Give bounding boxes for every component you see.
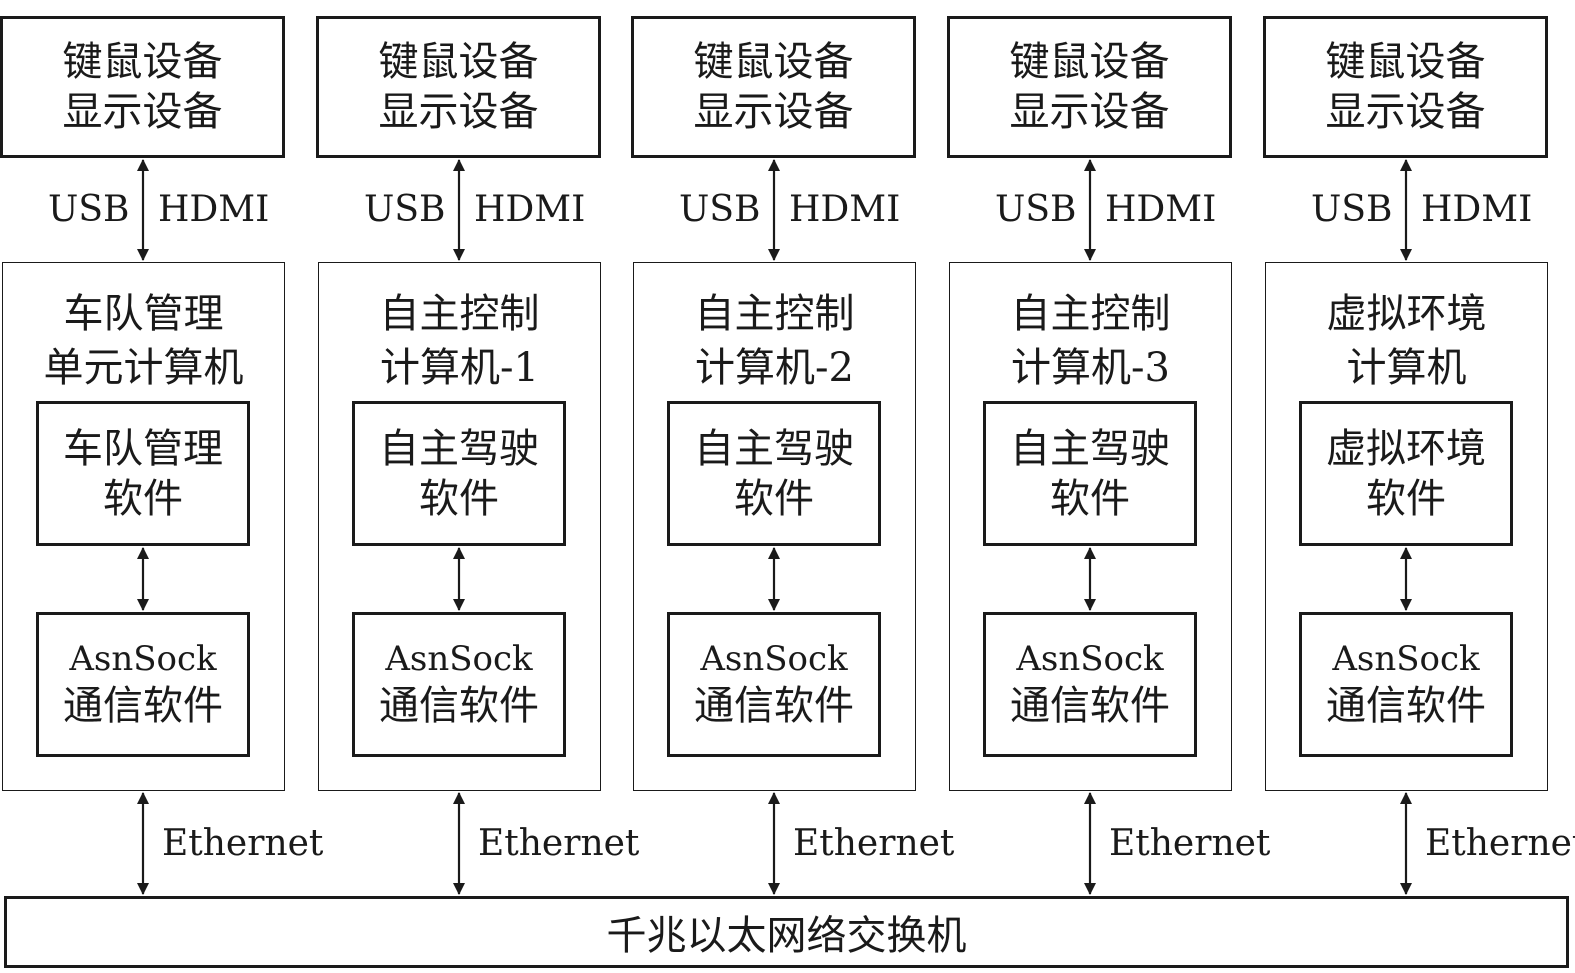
computer-title: 自主控制 计算机-3 — [950, 287, 1231, 395]
comm-software-line: 通信软件 — [694, 682, 854, 729]
software-line: 自主驾驶 — [694, 425, 854, 472]
software-line: 自主驾驶 — [1010, 425, 1170, 472]
computer-title: 自主控制 计算机-2 — [634, 287, 915, 395]
ethernet-label: Ethernet — [1425, 823, 1575, 864]
peripheral-line: 键鼠设备 — [693, 39, 854, 85]
column-virtual-environment: 键鼠设备 显示设备 USB HDMI 虚拟环境 计算机 虚拟环境 软件 AsnS… — [1263, 0, 1575, 973]
column-autonomous-1: 键鼠设备 显示设备 USB HDMI 自主控制 计算机-1 自主驾驶 软件 As… — [316, 0, 639, 973]
column-fleet-management: 键鼠设备 显示设备 USB HDMI 车队管理 单元计算机 车队管理 软件 As… — [0, 0, 323, 973]
software-line: 虚拟环境 — [1326, 425, 1486, 472]
peripheral-box: 键鼠设备 显示设备 — [1263, 16, 1548, 158]
hdmi-label: HDMI — [158, 189, 270, 230]
software-line: 车队管理 — [63, 425, 223, 472]
comm-software-name: AsnSock — [1332, 639, 1480, 680]
peripheral-line: 显示设备 — [693, 89, 854, 135]
comm-software-line: 通信软件 — [1010, 682, 1170, 729]
hdmi-label: HDMI — [1421, 189, 1533, 230]
peripheral-line: 键鼠设备 — [62, 39, 223, 85]
ethernet-label: Ethernet — [162, 823, 324, 864]
computer-title-line: 计算机 — [1346, 345, 1467, 391]
peripheral-box: 键鼠设备 显示设备 — [0, 16, 285, 158]
ethernet-label: Ethernet — [793, 823, 955, 864]
comm-software-name: AsnSock — [700, 639, 848, 680]
comm-software-box: AsnSock 通信软件 — [36, 612, 250, 757]
peripheral-line: 显示设备 — [1325, 89, 1486, 135]
software-line: 自主驾驶 — [379, 425, 539, 472]
comm-software-line: 通信软件 — [63, 682, 223, 729]
software-line: 软件 — [1366, 475, 1446, 522]
comm-software-box: AsnSock 通信软件 — [1299, 612, 1513, 757]
computer-title-line: 车队管理 — [63, 291, 224, 337]
peripheral-line: 键鼠设备 — [1325, 39, 1486, 85]
software-box: 车队管理 软件 — [36, 401, 250, 546]
computer-title-line: 计算机-1 — [380, 345, 539, 391]
column-autonomous-2: 键鼠设备 显示设备 USB HDMI 自主控制 计算机-2 自主驾驶 软件 As… — [631, 0, 954, 973]
software-line: 软件 — [419, 475, 499, 522]
switch-label: 千兆以太网络交换机 — [606, 913, 967, 959]
software-box: 自主驾驶 软件 — [352, 401, 566, 546]
software-line: 软件 — [734, 475, 814, 522]
software-line: 软件 — [1050, 475, 1130, 522]
computer-title-line: 自主控制 — [694, 291, 855, 337]
computer-title: 车队管理 单元计算机 — [3, 287, 284, 395]
comm-software-box: AsnSock 通信软件 — [352, 612, 566, 757]
comm-software-name: AsnSock — [69, 639, 217, 680]
usb-label: USB — [1311, 189, 1393, 230]
usb-label: USB — [679, 189, 761, 230]
peripheral-line: 显示设备 — [1009, 89, 1170, 135]
peripheral-line: 键鼠设备 — [378, 39, 539, 85]
gigabit-ethernet-switch: 千兆以太网络交换机 — [4, 896, 1569, 968]
hdmi-label: HDMI — [1105, 189, 1217, 230]
computer-title-line: 自主控制 — [379, 291, 540, 337]
computer-title-line: 自主控制 — [1010, 291, 1171, 337]
computer-title-line: 虚拟环境 — [1326, 291, 1487, 337]
peripheral-box: 键鼠设备 显示设备 — [947, 16, 1232, 158]
usb-label: USB — [48, 189, 130, 230]
peripheral-line: 键鼠设备 — [1009, 39, 1170, 85]
comm-software-line: 通信软件 — [1326, 682, 1486, 729]
hdmi-label: HDMI — [474, 189, 586, 230]
column-autonomous-3: 键鼠设备 显示设备 USB HDMI 自主控制 计算机-3 自主驾驶 软件 As… — [947, 0, 1270, 973]
software-box: 虚拟环境 软件 — [1299, 401, 1513, 546]
computer-title-line: 单元计算机 — [43, 345, 244, 391]
comm-software-box: AsnSock 通信软件 — [983, 612, 1197, 757]
usb-label: USB — [995, 189, 1077, 230]
ethernet-label: Ethernet — [1109, 823, 1271, 864]
computer-title-line: 计算机-2 — [695, 345, 854, 391]
peripheral-line: 显示设备 — [378, 89, 539, 135]
comm-software-box: AsnSock 通信软件 — [667, 612, 881, 757]
software-box: 自主驾驶 软件 — [667, 401, 881, 546]
usb-label: USB — [364, 189, 446, 230]
computer-title-line: 计算机-3 — [1011, 345, 1170, 391]
software-box: 自主驾驶 软件 — [983, 401, 1197, 546]
computer-title: 虚拟环境 计算机 — [1266, 287, 1547, 395]
computer-title: 自主控制 计算机-1 — [319, 287, 600, 395]
ethernet-label: Ethernet — [478, 823, 640, 864]
software-line: 软件 — [103, 475, 183, 522]
hdmi-label: HDMI — [789, 189, 901, 230]
comm-software-line: 通信软件 — [379, 682, 539, 729]
peripheral-box: 键鼠设备 显示设备 — [631, 16, 916, 158]
peripheral-box: 键鼠设备 显示设备 — [316, 16, 601, 158]
peripheral-line: 显示设备 — [62, 89, 223, 135]
comm-software-name: AsnSock — [1016, 639, 1164, 680]
comm-software-name: AsnSock — [385, 639, 533, 680]
